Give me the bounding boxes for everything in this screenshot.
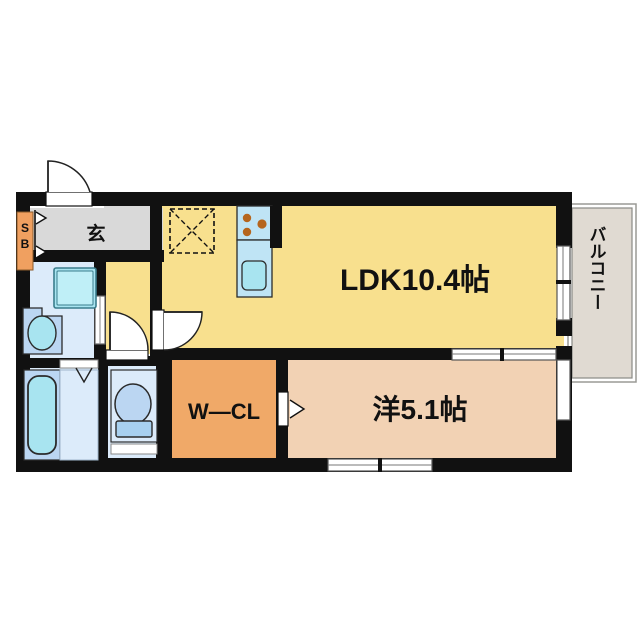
wall-right-mid xyxy=(556,318,572,336)
bedroom-east-window[interactable] xyxy=(556,359,571,421)
storage-x xyxy=(169,208,215,254)
stove-top xyxy=(236,205,273,241)
ldk-label: LDK10.4帖 xyxy=(340,264,490,297)
balcony-floor xyxy=(571,207,633,379)
toilet-door-opening[interactable] xyxy=(110,443,158,455)
ldk-window-center-mark xyxy=(556,280,571,284)
burner-1 xyxy=(242,213,252,223)
bath-fixtures xyxy=(23,359,99,461)
wall-wcl-left xyxy=(162,356,172,464)
ldk-entry-door-arc xyxy=(163,311,203,351)
wcl-door-opening[interactable] xyxy=(277,391,289,427)
storage-x-line-1 xyxy=(169,208,215,254)
shoebox-body xyxy=(16,211,34,271)
toilet-bowl xyxy=(114,383,152,425)
ldk-south-window-center-mark xyxy=(500,348,504,361)
washroom-door[interactable] xyxy=(105,311,149,361)
bath-door-opening[interactable] xyxy=(59,359,99,369)
wall-toilet-top xyxy=(104,356,164,366)
vanity-basin xyxy=(27,315,57,351)
entrance-door-swing-arc xyxy=(47,160,91,193)
ldk-south-window[interactable] xyxy=(451,348,557,361)
washroom-door-arc xyxy=(109,311,149,351)
ldk-balcony-window[interactable] xyxy=(556,245,571,321)
washing-machine-inner xyxy=(56,270,94,306)
shoebox-door-arrow-bottom xyxy=(35,245,48,259)
toilet-tank xyxy=(115,420,153,438)
wall-right-upper xyxy=(556,192,572,248)
kitchen-wall-stub xyxy=(270,206,282,248)
washroom-sliding-door[interactable] xyxy=(94,295,106,345)
balcony-area: バルコニー xyxy=(567,203,637,383)
wcl-door-arrow xyxy=(289,399,306,419)
kitchen-unit xyxy=(236,205,282,298)
wall-toilet-right xyxy=(156,356,166,464)
bedroom-floor xyxy=(288,358,564,464)
shoebox-label-b: B xyxy=(21,237,30,251)
wcl-door[interactable] xyxy=(277,391,306,427)
bath-door-arrow xyxy=(75,367,93,384)
kitchen-sink-basin xyxy=(241,260,267,291)
washroom-door-opening[interactable] xyxy=(105,349,149,361)
wall-bath-right xyxy=(98,358,108,464)
shoebox-label-s: S xyxy=(21,221,29,235)
shoebox-unit: S B xyxy=(16,210,48,271)
balcony-label: バルコニー xyxy=(587,225,607,310)
wcl-floor xyxy=(168,358,280,464)
bedroom-south-window-center-mark xyxy=(378,458,382,472)
shoebox-door-arrow-top xyxy=(35,211,48,225)
bathtub xyxy=(27,375,57,455)
ldk-entry-door[interactable] xyxy=(151,309,203,351)
toilet-fixtures xyxy=(110,369,158,455)
entrance-door[interactable] xyxy=(45,160,93,207)
wall-entrance-bottom xyxy=(22,250,164,262)
wall-entrance-right xyxy=(150,192,162,258)
burner-3 xyxy=(242,227,252,237)
entrance-label: 玄 xyxy=(86,222,105,245)
bath-washing-area xyxy=(59,369,99,461)
washroom-fixtures xyxy=(22,267,97,355)
bedroom-label: 洋5.1帖 xyxy=(373,393,468,425)
bedroom-windows[interactable] xyxy=(327,359,571,472)
storage-x-line-2 xyxy=(169,208,215,254)
burner-2 xyxy=(257,219,267,229)
ldk-floor xyxy=(160,205,564,352)
ldk-entry-door-opening[interactable] xyxy=(151,309,165,351)
wcl-label: W—CL xyxy=(188,399,260,424)
entrance-floor xyxy=(30,208,163,256)
wall-top-right xyxy=(160,192,572,206)
entrance-door-opening[interactable] xyxy=(45,191,93,207)
